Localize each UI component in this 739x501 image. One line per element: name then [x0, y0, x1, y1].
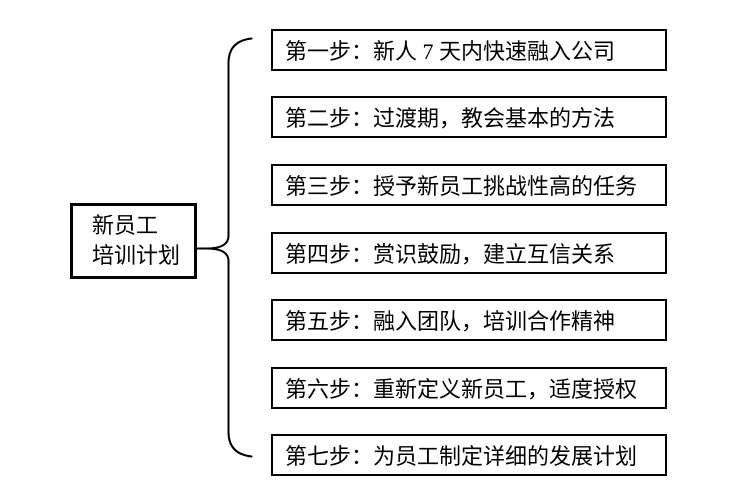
step-3-label: 第三步：授予新员工挑战性高的任务 — [285, 174, 638, 199]
step-box-4: 第四步：赏识鼓励，建立互信关系 — [271, 232, 667, 274]
step-4-label: 第四步：赏识鼓励，建立互信关系 — [285, 242, 616, 267]
step-box-1: 第一步：新人 7 天内快速融入公司 — [271, 29, 667, 71]
curly-brace — [206, 37, 253, 458]
step-7-label: 第七步：为员工制定详细的发展计划 — [285, 444, 638, 469]
root-label-line2: 培训计划 — [92, 243, 181, 268]
root-label-line1: 新员工 — [92, 213, 159, 238]
root-box: 新员工 培训计划 — [70, 203, 197, 279]
step-box-3: 第三步：授予新员工挑战性高的任务 — [271, 164, 667, 206]
step-box-2: 第二步：过渡期，教会基本的方法 — [271, 96, 667, 138]
step-1-label: 第一步：新人 7 天内快速融入公司 — [285, 39, 616, 64]
step-2-label: 第二步：过渡期，教会基本的方法 — [285, 106, 616, 131]
step-5-label: 第五步：融入团队，培训合作精神 — [285, 309, 616, 334]
step-box-5: 第五步：融入团队，培训合作精神 — [271, 299, 667, 341]
step-6-label: 第六步：重新定义新员工，适度授权 — [285, 377, 638, 402]
step-box-6: 第六步：重新定义新员工，适度授权 — [271, 367, 667, 409]
step-box-7: 第七步：为员工制定详细的发展计划 — [271, 434, 667, 476]
